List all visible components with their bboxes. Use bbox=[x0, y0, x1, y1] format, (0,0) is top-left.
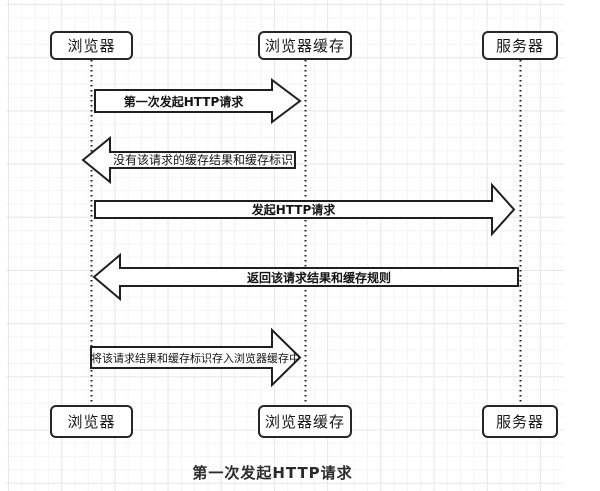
actor-browser-bottom-label: 浏览器 bbox=[67, 413, 116, 431]
actor-server-top: 服务器 bbox=[482, 31, 558, 60]
arrow-store-into-cache bbox=[90, 327, 302, 388]
actor-browser-top: 浏览器 bbox=[50, 31, 133, 60]
arrow-no-cached-result bbox=[81, 135, 296, 185]
actor-browser-cache-bottom: 浏览器缓存 bbox=[258, 405, 352, 438]
diagram-caption: 第一次发起HTTP请求 bbox=[192, 463, 353, 482]
message-label-first-http-request: 第一次发起HTTP请求 bbox=[123, 94, 244, 109]
message-label-store-into-cache: 将该请求结果和缓存标识存入浏览器缓存中 bbox=[91, 351, 300, 365]
message-label-http-request: 发起HTTP请求 bbox=[251, 203, 336, 217]
actor-server-bottom: 服务器 bbox=[482, 405, 558, 438]
arrow-first-http-request bbox=[94, 78, 302, 124]
arrow-http-request-to-server bbox=[94, 182, 516, 237]
arrow-return-result-and-rules bbox=[92, 252, 519, 302]
actor-server-bottom-label: 服务器 bbox=[495, 413, 544, 431]
message-label-no-cached-result: 没有该请求的缓存结果和缓存标识 bbox=[112, 153, 293, 167]
actor-browser-cache-bottom-label: 浏览器缓存 bbox=[264, 413, 345, 431]
actor-browser-bottom: 浏览器 bbox=[50, 405, 133, 438]
actor-browser-top-label: 浏览器 bbox=[67, 37, 116, 55]
actor-server-top-label: 服务器 bbox=[495, 37, 544, 55]
actor-browser-cache-top-label: 浏览器缓存 bbox=[264, 37, 345, 55]
message-label-return-result: 返回该请求结果和缓存规则 bbox=[246, 270, 391, 285]
actor-browser-cache-top: 浏览器缓存 bbox=[258, 31, 352, 60]
